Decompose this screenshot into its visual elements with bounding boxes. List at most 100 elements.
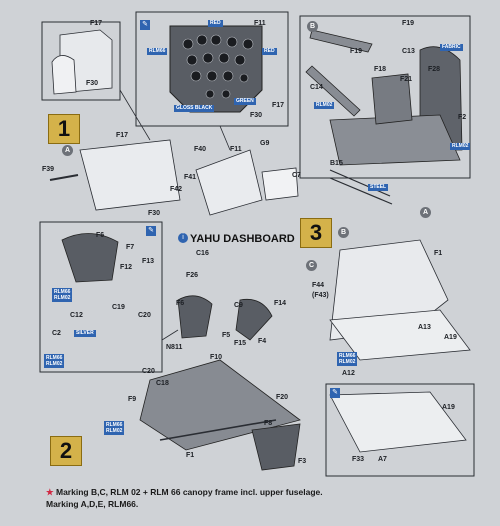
floor-plate-detail — [329, 391, 467, 453]
dashboard-title: YAHU DASHBOARD — [190, 233, 295, 245]
color-tag-rlm02: RLM02 — [314, 102, 335, 109]
tag-line: RLM66 — [106, 422, 123, 428]
callout-b: B — [307, 21, 318, 32]
part-label: F30 — [86, 80, 99, 87]
part-label: C16 — [196, 250, 209, 257]
part-label: F15 — [234, 340, 247, 347]
lever-part — [49, 174, 79, 181]
color-tag-rlm66-rlm02: RLM66 RLM02 — [44, 354, 65, 368]
part-label: C20 — [142, 368, 155, 375]
leader-line — [119, 89, 151, 141]
callout-b-step3: B — [338, 227, 349, 238]
control-arm — [309, 29, 373, 53]
part-label: F33 — [352, 456, 365, 463]
rudder-cable — [329, 177, 393, 205]
tag-line: RLM66 — [339, 353, 356, 359]
part-label: C19 — [112, 304, 125, 311]
footnote-text: Marking A,D,E, RLM66. — [46, 499, 139, 509]
step-number-1: 1 — [48, 114, 80, 144]
tag-line: RLM02 — [339, 359, 356, 365]
paint-brush-icon: ✎ — [330, 388, 340, 398]
color-tag-red: RED — [208, 20, 223, 27]
instrument-dials — [182, 34, 254, 99]
part-label: F1 — [434, 250, 443, 257]
inset-frame-fuselage-detail — [41, 21, 121, 101]
leader-line — [219, 125, 231, 151]
part-label: F18 — [374, 66, 387, 73]
part-label: F5 — [222, 332, 231, 339]
part-label: F14 — [274, 300, 287, 307]
rear-tub — [329, 114, 461, 166]
part-label: F11 — [230, 146, 242, 153]
seat-frame — [371, 73, 413, 125]
seat-back-part — [51, 55, 77, 95]
part-label: F42 — [170, 186, 183, 193]
footnote-line-1: ★ Marking B,C, RLM 02 + RLM 66 canopy fr… — [46, 486, 323, 498]
part-label: F41 — [184, 174, 197, 181]
part-label: F30 — [250, 112, 263, 119]
part-label: A12 — [342, 370, 355, 377]
part-label: F11 — [254, 20, 266, 27]
part-label: C20 — [138, 312, 151, 319]
part-label: F8 — [264, 420, 273, 427]
seat-shell-main — [177, 295, 213, 339]
part-label: G9 — [260, 140, 270, 147]
part-label: F6 — [176, 300, 185, 307]
color-tag-red: RED — [262, 48, 277, 55]
color-tag-fabric: FABRIC — [440, 44, 463, 51]
inset-frame-instrument-panel — [135, 11, 289, 127]
support-rail — [159, 419, 277, 441]
footnote: ★ Marking B,C, RLM 02 + RLM 66 canopy fr… — [46, 486, 323, 510]
part-label: C9 — [234, 302, 243, 309]
part-label: F1 — [186, 452, 195, 459]
part-label: F13 — [142, 258, 155, 265]
part-label: F40 — [194, 146, 207, 153]
color-tag-steel: STEEL — [368, 184, 389, 191]
inset-frame-seat-detail — [39, 221, 163, 373]
tag-line: RLM02 — [106, 428, 123, 434]
color-tag-rlm66-rlm02: RLM66 RLM02 — [337, 352, 358, 366]
info-icon: i — [178, 233, 188, 243]
part-label: F3 — [298, 458, 307, 465]
floor-plate — [329, 309, 471, 361]
part-label: F20 — [276, 394, 289, 401]
part-label: F26 — [186, 272, 199, 279]
part-label: F12 — [120, 264, 133, 271]
color-tag-rlm66-rlm02: RLM66 RLM02 — [52, 288, 73, 302]
footnote-text: Marking B,C, RLM 02 + RLM 66 canopy fram… — [56, 487, 323, 497]
part-label: F19 — [350, 48, 363, 55]
color-tag-rlm66: RLM66 — [147, 48, 168, 55]
part-label: F9 — [128, 396, 137, 403]
part-label: F19 — [402, 20, 415, 27]
side-wall — [251, 423, 301, 471]
callout-a: A — [62, 145, 73, 156]
star-icon: ★ — [46, 487, 54, 497]
part-label: F39 — [42, 166, 55, 173]
part-label: B15 — [330, 160, 343, 167]
part-label: N811 — [166, 344, 183, 351]
callout-c-step3: C — [306, 260, 317, 271]
part-label: C2 — [52, 330, 61, 337]
part-label: C13 — [402, 48, 415, 55]
step-number-3: 3 — [300, 218, 332, 248]
cockpit-front-frame — [195, 149, 263, 216]
color-tag-silver: SILVER — [74, 330, 96, 337]
color-tag-rlm66-rlm02: RLM66 RLM02 — [104, 421, 125, 435]
tag-line: RLM66 — [54, 289, 71, 295]
step-number-2: 2 — [50, 436, 82, 466]
part-label: F17 — [116, 132, 129, 139]
paint-brush-icon: ✎ — [146, 226, 156, 236]
tag-line: RLM66 — [46, 355, 63, 361]
part-label: F30 — [148, 210, 161, 217]
part-label: A7 — [378, 456, 387, 463]
cockpit-floor — [139, 359, 301, 451]
cockpit-side-frame — [79, 139, 181, 211]
part-label: (F43) — [312, 292, 329, 299]
part-label: F2 — [458, 114, 467, 121]
part-label: C18 — [156, 380, 169, 387]
armour-plate — [235, 298, 273, 341]
paint-brush-icon: ✎ — [140, 20, 150, 30]
part-label: A19 — [442, 404, 455, 411]
